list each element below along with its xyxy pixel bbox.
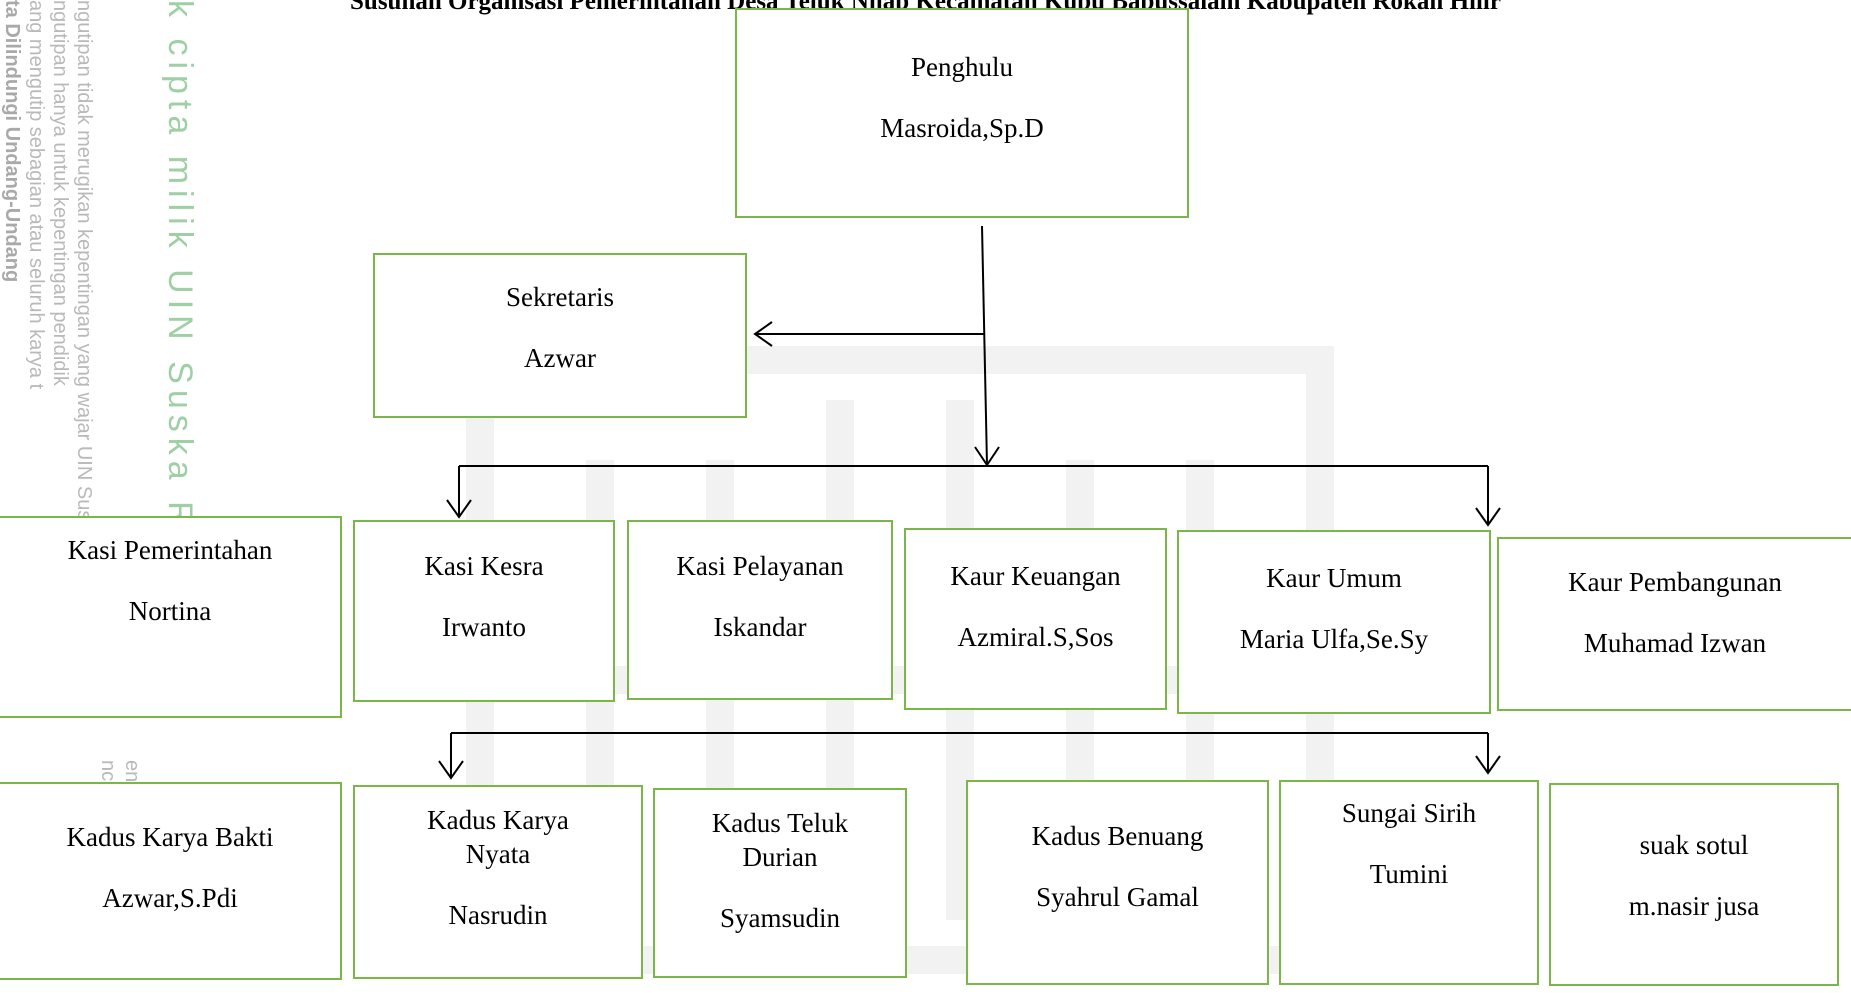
person-name: Syahrul Gamal — [1036, 881, 1199, 912]
role-label: Kaur Umum — [1266, 563, 1402, 593]
person-name: m.nasir jusa — [1628, 890, 1760, 921]
person-name: Iskandar — [713, 611, 807, 642]
connector-line — [981, 225, 988, 466]
person-name: Irwanto — [442, 611, 526, 642]
person-name: Azwar — [524, 342, 596, 373]
role-label: Kasi Kesra — [424, 551, 544, 581]
role-label-continued: Durian — [742, 841, 818, 872]
arrow-head — [1475, 755, 1501, 775]
role-label: Kasi Pemerintahan — [67, 535, 273, 565]
role-label: Kaur Pembangunan — [1568, 567, 1782, 597]
org-box-hamlet: Sungai Sirih Tumini — [1279, 780, 1539, 985]
org-box-staff: Kasi Pemerintahan Nortina — [0, 516, 342, 718]
role-label: Kadus Benuang — [1031, 821, 1204, 851]
role-label: Kadus Karya — [427, 805, 569, 835]
arrow-head — [446, 499, 472, 519]
person-name: Muhamad Izwan — [1583, 627, 1767, 658]
person-name: Azwar,S.Pdi — [102, 882, 238, 913]
org-box-hamlet: suak sotul m.nasir jusa — [1549, 783, 1839, 986]
role-label: Kadus Teluk — [711, 808, 849, 838]
person-name: Nortina — [128, 595, 212, 626]
role-label: Sekretaris — [506, 282, 614, 312]
org-box-hamlet: Kadus Benuang Syahrul Gamal — [966, 780, 1269, 985]
person-name: Maria Ulfa,Se.Sy — [1239, 623, 1429, 654]
role-label: Kasi Pelayanan — [676, 551, 844, 581]
role-label: suak sotul — [1639, 830, 1749, 860]
org-box-secretary: Sekretaris Azwar — [373, 253, 747, 418]
org-box-hamlet: Kadus Karya Bakti Azwar,S.Pdi — [0, 782, 342, 980]
org-box-hamlet: Kadus Karya Nyata Nasrudin — [353, 785, 643, 979]
person-name: Syamsudin — [719, 902, 840, 933]
org-box-staff: Kaur Pembangunan Muhamad Izwan — [1497, 537, 1851, 711]
diagram-title: Susunan Organisasi Pemerintahan Desa Tel… — [350, 0, 1501, 15]
org-box-staff: Kaur Umum Maria Ulfa,Se.Sy — [1177, 530, 1491, 714]
role-label: Kadus Karya Bakti — [66, 822, 274, 852]
role-label: Sungai Sirih — [1341, 798, 1477, 828]
org-box-staff: Kaur Keuangan Azmiral.S,Sos — [904, 528, 1167, 710]
org-box-head: Penghulu Masroida,Sp.D — [735, 8, 1189, 218]
org-box-staff: Kasi Pelayanan Iskandar — [627, 520, 893, 700]
person-name: Masroida,Sp.D — [880, 112, 1044, 143]
arrow-head — [1475, 507, 1501, 527]
org-box-staff: Kasi Kesra Irwanto — [353, 520, 615, 702]
arrow-head — [438, 760, 464, 780]
person-name: Nasrudin — [448, 899, 548, 930]
role-label: Penghulu — [910, 52, 1013, 82]
arrow-head — [753, 321, 773, 347]
org-box-hamlet: Kadus Teluk Durian Syamsudin — [653, 788, 907, 978]
role-label: Kaur Keuangan — [950, 561, 1121, 591]
person-name: Azmiral.S,Sos — [957, 621, 1114, 652]
person-name: Tumini — [1369, 858, 1449, 889]
role-label-continued: Nyata — [465, 838, 531, 869]
